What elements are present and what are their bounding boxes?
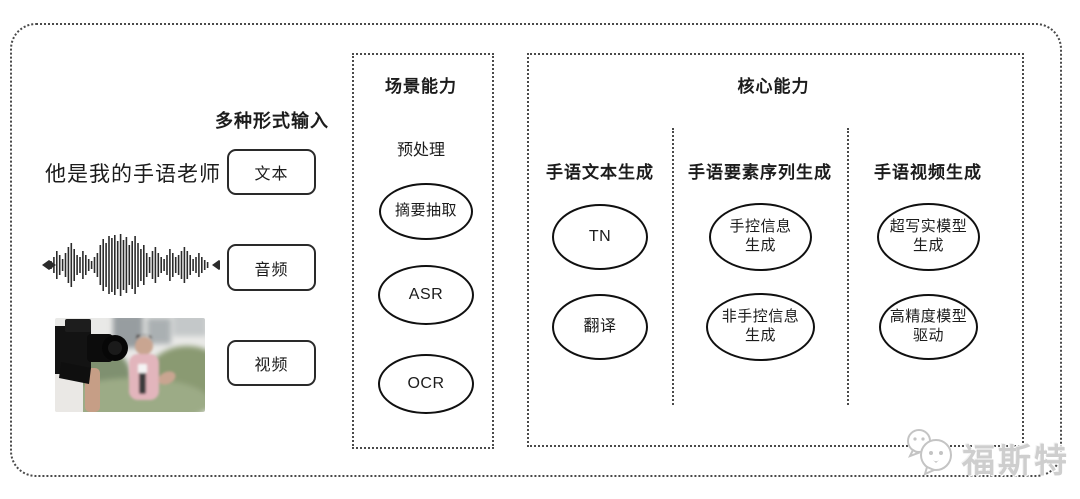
core-box-title: 核心能力	[737, 77, 810, 96]
node-translate-label: 翻译	[583, 318, 617, 335]
node-manual-info-label: 手控信息 生成	[729, 218, 792, 254]
column-header-sign-text: 手语文本生成	[546, 163, 654, 182]
node-hyperreal-model-label: 超写实模型 生成	[889, 218, 968, 254]
input-section-header: 多种形式输入	[215, 111, 329, 131]
column-divider-1	[672, 128, 674, 405]
node-non-manual-info: 非手控信息 生成	[706, 293, 815, 361]
audio-waveform-icon	[40, 222, 226, 308]
column-header-sign-video: 手语视频生成	[874, 163, 982, 182]
wechat-bubbles-icon	[903, 427, 959, 476]
node-tn-label: TN	[588, 228, 612, 245]
node-asr-label: ASR	[408, 286, 444, 303]
node-translate: 翻译	[552, 294, 648, 360]
node-summary-extraction-label: 摘要抽取	[394, 202, 457, 220]
input-chip-text-label: 文本	[254, 166, 289, 183]
sample-sentence: 他是我的手语老师	[45, 163, 221, 186]
input-chip-video: 视频	[227, 340, 316, 386]
node-asr: ASR	[378, 265, 474, 325]
node-high-precision-model-label: 高精度模型 驱动	[889, 308, 968, 344]
input-chip-video-label: 视频	[254, 357, 289, 374]
watermark-text: 福斯特	[962, 442, 1070, 479]
input-chip-audio-label: 音频	[254, 261, 289, 279]
node-non-manual-info-label: 非手控信息 生成	[721, 308, 800, 344]
node-manual-info: 手控信息 生成	[709, 203, 812, 271]
input-chip-audio: 音频	[227, 244, 316, 291]
node-hyperreal-model: 超写实模型 生成	[877, 203, 980, 271]
node-summary-extraction: 摘要抽取	[379, 183, 473, 240]
input-chip-text: 文本	[227, 149, 316, 195]
column-header-sign-sequence: 手语要素序列生成	[688, 163, 832, 182]
column-divider-2	[847, 128, 849, 405]
node-high-precision-model: 高精度模型 驱动	[879, 294, 978, 360]
node-ocr: OCR	[378, 354, 474, 414]
video-thumbnail	[55, 318, 205, 412]
preprocess-label: 预处理	[396, 142, 445, 159]
scene-box-title: 场景能力	[385, 77, 457, 96]
node-tn: TN	[552, 204, 648, 270]
node-ocr-label: OCR	[407, 375, 445, 392]
